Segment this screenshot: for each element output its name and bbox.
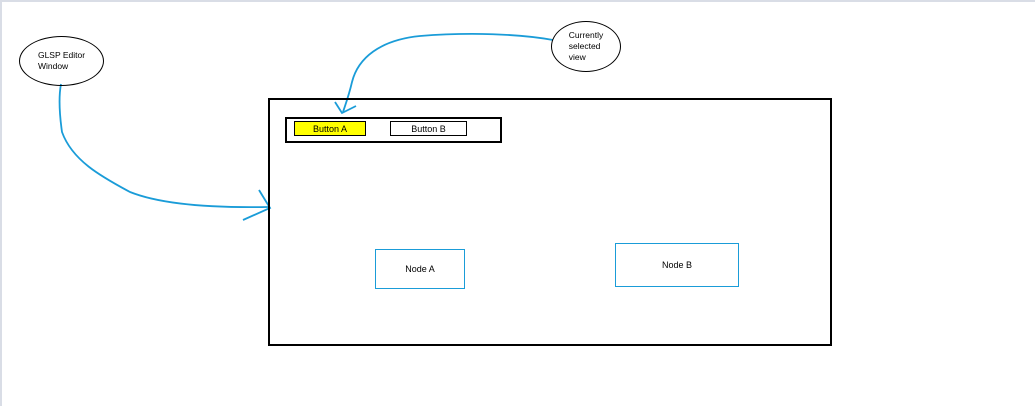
button-a[interactable]: Button A xyxy=(294,121,366,136)
editor-window-arrow xyxy=(58,83,269,209)
button-b-label: Button B xyxy=(411,123,446,134)
node-b[interactable]: Node B xyxy=(615,243,739,287)
left-border xyxy=(0,0,2,406)
editor-window-callout: GLSP Editor Window xyxy=(19,36,104,86)
node-a[interactable]: Node A xyxy=(375,249,465,289)
top-border xyxy=(0,0,1035,2)
selected-view-arrow xyxy=(342,33,554,113)
selected-view-callout: Currently selected view xyxy=(551,21,621,72)
editor-window-callout-text: GLSP Editor Window xyxy=(37,50,86,71)
editor-window-arrowhead xyxy=(242,189,272,221)
selected-view-callout-text: Currently selected view xyxy=(568,30,604,62)
node-b-label: Node B xyxy=(661,260,693,270)
glsp-editor-window: Button A Button B Node A Node B xyxy=(268,98,832,346)
selected-view-arrowhead xyxy=(334,101,357,115)
button-b[interactable]: Button B xyxy=(390,121,467,136)
button-a-label: Button A xyxy=(312,123,348,134)
node-a-label: Node A xyxy=(405,264,435,274)
view-toolbar: Button A Button B xyxy=(285,117,502,143)
